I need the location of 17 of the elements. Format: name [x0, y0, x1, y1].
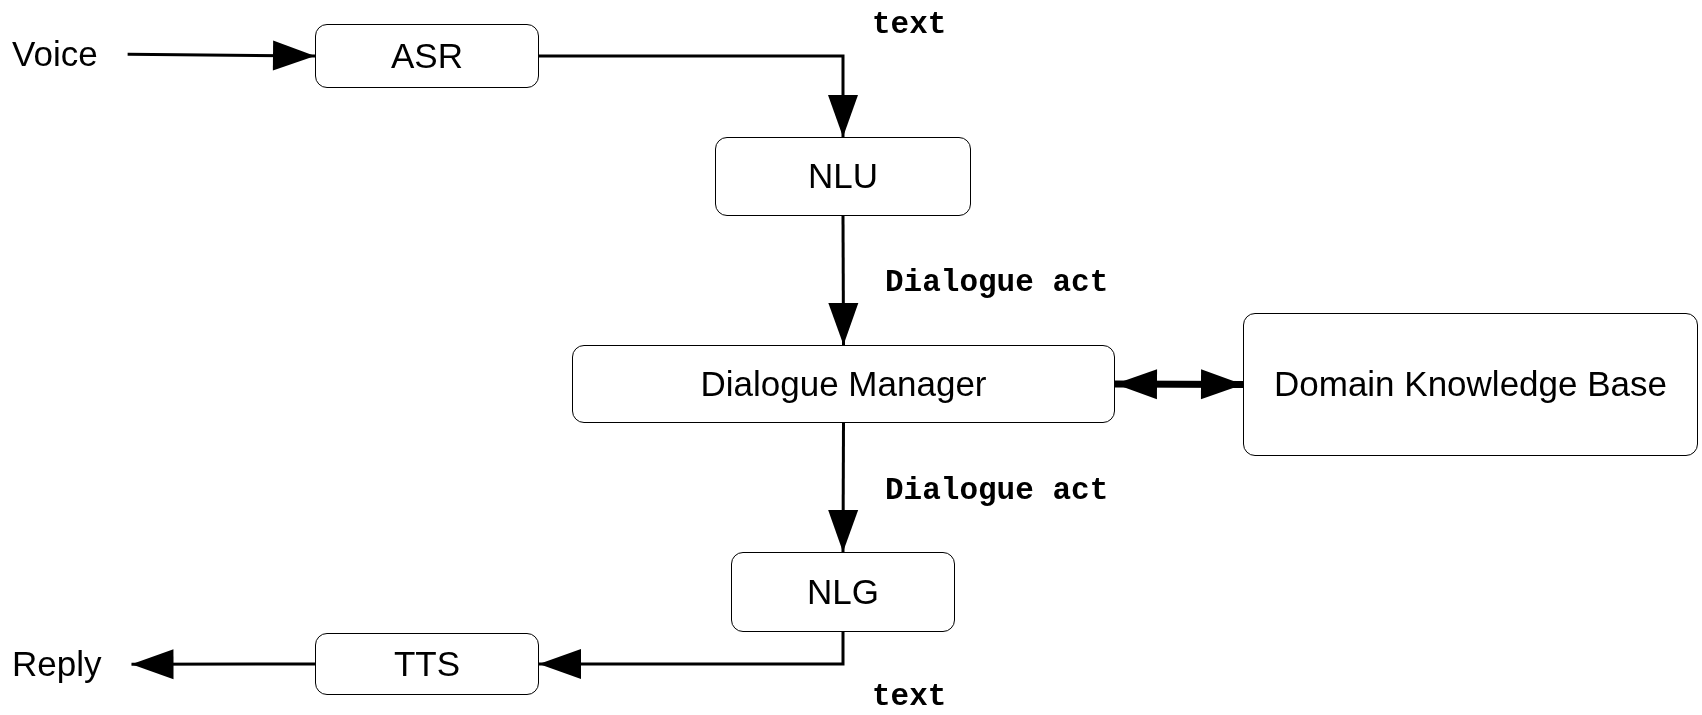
arrow	[828, 423, 859, 552]
arrow	[828, 216, 859, 345]
arrow	[1115, 369, 1243, 400]
arrow	[539, 54, 858, 137]
edge-label: Dialogue act	[885, 474, 1109, 509]
node-text: Reply	[12, 638, 102, 691]
process-box: TTS	[315, 633, 539, 695]
arrow	[539, 632, 845, 679]
process-box: NLU	[715, 137, 971, 216]
process-box: Domain Knowledge Base	[1243, 313, 1698, 456]
arrow	[131, 649, 315, 680]
node-text: Voice	[12, 28, 98, 81]
process-box: Dialogue Manager	[572, 345, 1115, 423]
process-box: ASR	[315, 24, 539, 88]
arrow	[127, 40, 315, 71]
process-box: NLG	[731, 552, 955, 632]
edge-label: Dialogue act	[885, 266, 1109, 301]
